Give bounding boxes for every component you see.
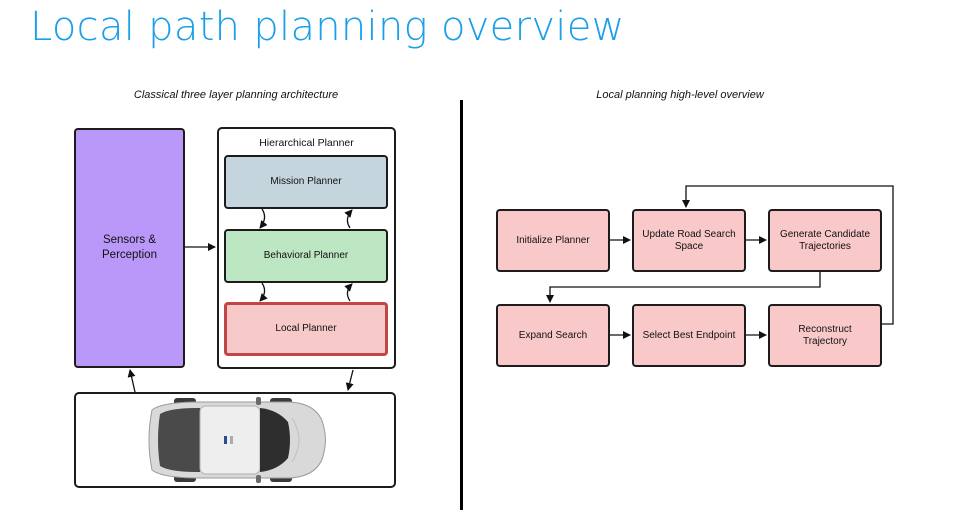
car-top-view-image: [148, 397, 326, 483]
vertical-divider: [460, 100, 463, 510]
flow-step-label: Initialize Planner: [516, 234, 590, 246]
arrow-local-to-behavioral: [344, 283, 353, 302]
flow-step-label: Reconstruct Trajectory: [798, 323, 852, 347]
local-planner-box: Local Planner: [224, 302, 388, 356]
arrow-step6-loop-to-step2: [682, 185, 894, 325]
flow-step-expand-search: Expand Search: [496, 304, 610, 367]
arrow-behavioral-to-local: [259, 282, 268, 302]
left-diagram-subtitle: Classical three layer planning architect…: [133, 89, 339, 101]
arrow-step3-to-step4: [546, 272, 821, 303]
flow-step-label: Update Road Search Space: [642, 228, 736, 252]
arrow-behavioral-to-mission: [344, 209, 353, 229]
right-diagram-subtitle: Local planning high-level overview: [596, 89, 764, 101]
vehicle-box: [74, 392, 396, 488]
behavioral-planner-box: Behavioral Planner: [224, 229, 388, 283]
page-title: Local path planning overview: [30, 4, 625, 50]
flow-step-label: Generate Candidate Trajectories: [779, 228, 871, 252]
flow-step-reconstruct-trajectory: Reconstruct Trajectory: [768, 304, 882, 367]
local-planner-label: Local Planner: [275, 323, 337, 334]
arrow-vehicle-to-sensors: [127, 369, 136, 393]
flow-step-select-best-endpoint: Select Best Endpoint: [632, 304, 746, 367]
flow-step-update-road-search-space: Update Road Search Space: [632, 209, 746, 272]
arrow-mission-to-behavioral: [259, 208, 268, 229]
mission-planner-box: Mission Planner: [224, 155, 388, 209]
flow-step-generate-candidate-trajectories: Generate Candidate Trajectories: [768, 209, 882, 272]
sensors-perception-label: Sensors & Perception: [102, 234, 157, 261]
behavioral-planner-label: Behavioral Planner: [263, 250, 349, 261]
flow-step-label: Select Best Endpoint: [642, 329, 736, 341]
arrow-planner-to-vehicle: [345, 369, 354, 391]
mission-planner-label: Mission Planner: [270, 176, 342, 187]
sensors-perception-box: Sensors & Perception: [74, 128, 185, 368]
hierarchical-planner-label: Hierarchical Planner: [259, 137, 354, 149]
flow-step-initialize-planner: Initialize Planner: [496, 209, 610, 272]
flow-step-label: Expand Search: [518, 329, 588, 341]
